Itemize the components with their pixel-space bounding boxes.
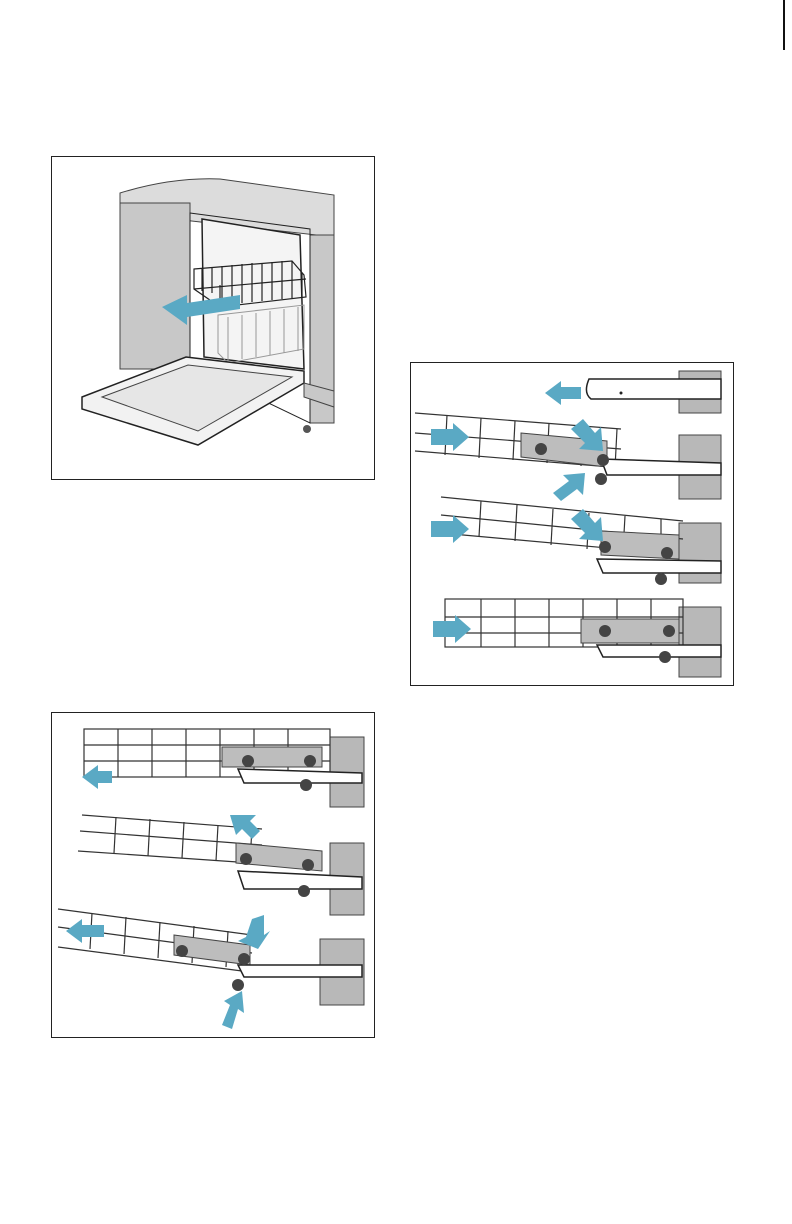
arrow-left-icon xyxy=(545,381,581,405)
arrow-right-icon xyxy=(431,515,469,543)
remove-step-1 xyxy=(82,729,364,807)
tub-interior xyxy=(202,219,304,369)
rail xyxy=(586,379,721,399)
arrow-right-icon xyxy=(431,423,469,451)
figure-dishwasher-pull-rack xyxy=(51,156,375,480)
rack-remove-illustration xyxy=(52,713,374,1037)
arrow-up-right-icon xyxy=(222,991,244,1029)
rail xyxy=(238,965,362,977)
left-cabinet xyxy=(120,203,190,369)
remove-step-2 xyxy=(78,815,364,915)
insert-step-2 xyxy=(415,413,721,501)
arrow-up-right-icon xyxy=(553,473,585,501)
rail xyxy=(597,645,721,657)
insert-step-3 xyxy=(431,497,721,585)
remove-step-3 xyxy=(58,909,364,1029)
arrow-right-icon xyxy=(433,615,471,643)
wall-block xyxy=(679,523,721,583)
rail xyxy=(597,559,721,573)
arrow-left-icon xyxy=(66,919,104,943)
figure-rack-insert-sequence xyxy=(410,362,734,686)
arrow-up-left-icon xyxy=(230,815,260,839)
wall-block xyxy=(679,607,721,677)
crop-mark xyxy=(783,0,785,50)
figure-rack-remove-sequence xyxy=(51,712,375,1038)
insert-step-4 xyxy=(433,599,721,677)
rack-insert-illustration xyxy=(411,363,733,685)
foot xyxy=(303,425,311,433)
dishwasher-illustration xyxy=(52,157,374,479)
arrow-down-right-icon xyxy=(571,509,603,541)
insert-step-1 xyxy=(545,371,721,413)
arrow-left-icon xyxy=(82,765,112,789)
